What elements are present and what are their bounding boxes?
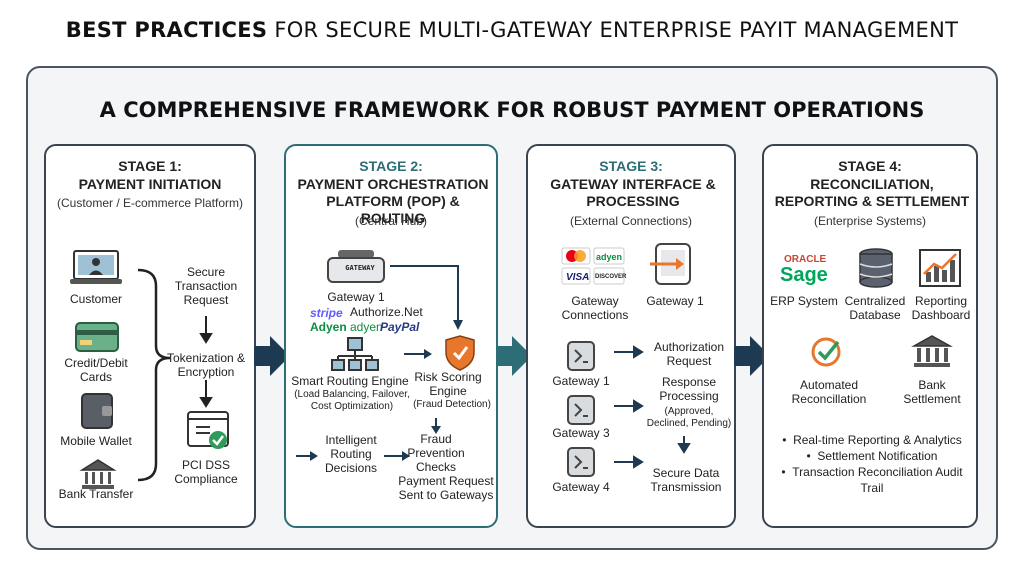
logo-visa: VISA (566, 272, 590, 283)
auto-reconciliation-label: Automated Reconcillation (791, 378, 867, 406)
routing-engine-detail: (Load Balancing, Failover, Cost Optimiza… (294, 389, 410, 412)
response-processing-label: Response Processing (659, 375, 719, 403)
fraud-checks-label: Fraud Prevention Checks (407, 432, 465, 474)
logo-adyen-card: adyen (596, 252, 623, 262)
stage3-heading: STAGE 3: (599, 158, 663, 174)
gateway-device-icon (327, 250, 385, 283)
stage1-panel: STAGE 1: PAYMENT INITIATION (Customer / … (44, 144, 256, 528)
risk-engine-label: Risk Scoring Engine (414, 370, 482, 398)
logo-discover: DISCOVER (595, 274, 627, 280)
stage4-graphics (811, 248, 961, 367)
card-brand-logos (561, 247, 625, 285)
gateway-phone-icon (650, 243, 691, 285)
flow-arrow-3 (734, 336, 770, 376)
stage2-name: PAYMENT ORCHESTRATION PLATFORM (POP) & R… (297, 176, 489, 226)
routing-decisions-label: Intelligent Routing Decisions (324, 433, 378, 475)
stage2-heading: STAGE 2: (359, 158, 423, 174)
settlement-bank-icon (911, 335, 953, 367)
risk-engine-detail: (Fraud Detection) (413, 399, 491, 410)
merge-brace (137, 268, 171, 482)
stage2-panel: STAGE 2: PAYMENT ORCHESTRATION PLATFORM … (284, 144, 498, 528)
gateway-connections-label: Gateway Connections (561, 294, 629, 322)
stage4-name: RECONCILIATION, REPORTING & SETTLEMENT (774, 176, 970, 209)
wallet-icon (81, 393, 113, 429)
stage1-name: PAYMENT INITIATION (78, 176, 222, 192)
stage2-context: (Central Hub) (354, 214, 428, 228)
stage3-graphics (561, 243, 691, 477)
step-tokenization: Tokenization & Encryption (166, 351, 246, 379)
laptop-icon (70, 250, 122, 284)
source-cards: Credit/Debit Cards (64, 356, 128, 384)
gateway-flow-arrows (614, 345, 691, 469)
step-secure-request: Secure Transaction Request (174, 265, 238, 307)
source-bank-transfer: Bank Transfer (58, 487, 134, 501)
stage3-context: (External Connections) (569, 214, 693, 228)
request-sent-label: Payment Request Sent to Gateways (398, 474, 494, 502)
erp-system-label: ERP System (770, 294, 838, 308)
logo-sage: Sage (780, 264, 828, 286)
stage4-context: (Enterprise Systems) (813, 214, 927, 228)
step-pci: PCI DSS Compliance (174, 458, 238, 486)
logo-stripe: stripe (310, 306, 343, 320)
stage4-bullet-list: • Real-time Reporting & Analytics • Sett… (772, 432, 972, 496)
source-customer: Customer (69, 292, 122, 306)
step-arrows (199, 316, 213, 408)
framework-subtitle: A COMPREHENSIVE FRAMEWORK FOR ROBUST PAY… (99, 98, 925, 122)
logo-paypal: PayPal (380, 320, 420, 334)
routing-engine-label: Smart Routing Engine (291, 374, 409, 388)
logo-adyen-bold: Adyen (310, 320, 347, 334)
stage4-heading: STAGE 4: (838, 158, 902, 174)
flow-arrow-1 (254, 336, 290, 376)
stage3-gateway-top-label: Gateway 1 (646, 294, 704, 308)
source-mobile-wallet: Mobile Wallet (60, 434, 132, 448)
stage2-gateway-label: Gateway 1 (327, 290, 385, 304)
bullet-item: • Real-time Reporting & Analytics (782, 433, 962, 447)
stage3-name: GATEWAY INTERFACE & PROCESSING (550, 176, 716, 209)
database-label: Centralized Database (844, 294, 906, 322)
dashboard-label: Reporting Dashboard (911, 294, 971, 322)
database-icon (859, 248, 893, 288)
pci-window-icon (187, 411, 229, 449)
bank-icon (79, 459, 117, 489)
stage1-context: (Customer / E-commerce Platform) (56, 196, 244, 210)
reconciliation-check-icon (811, 337, 841, 367)
logo-adyen: adyen (350, 320, 383, 334)
stage2-graphics (296, 250, 475, 461)
routing-network-icon (331, 337, 379, 371)
dashboard-chart-icon (919, 249, 961, 287)
gateway-badge: GATEWAY (345, 264, 375, 272)
authorization-request-label: Authorization Request (653, 340, 725, 368)
gateway-4-label: Gateway 4 (552, 480, 610, 494)
flow-arrow-2 (496, 336, 532, 376)
stage1-graphics (70, 250, 229, 489)
risk-shield-icon (445, 335, 475, 371)
page-title: BEST PRACTICES FOR SECURE MULTI-GATEWAY … (65, 18, 959, 42)
secure-transmission-label: Secure Data Transmission (650, 466, 722, 494)
gateway-to-risk-arrow (390, 265, 459, 322)
stage3-panel: STAGE 3: GATEWAY INTERFACE & PROCESSING … (526, 144, 736, 528)
bank-settlement-label: Bank Settlement (903, 378, 961, 406)
stage1-heading: STAGE 1: (118, 158, 182, 174)
response-detail-label: (Approved, Declined, Pending) (646, 406, 732, 429)
stage4-panel: STAGE 4: RECONCILIATION, REPORTING & SET… (762, 144, 978, 528)
gateway-3-label: Gateway 3 (552, 426, 610, 440)
bullet-item: • Settlement Notification (806, 449, 938, 463)
logo-authorize-net: Authorize.Net (350, 305, 423, 319)
bullet-item: • Transaction Reconciliation Audit Trail (781, 465, 963, 495)
credit-card-icon (75, 322, 119, 352)
logo-oracle: ORACLE (784, 254, 827, 265)
gateway-1-label: Gateway 1 (552, 374, 610, 388)
